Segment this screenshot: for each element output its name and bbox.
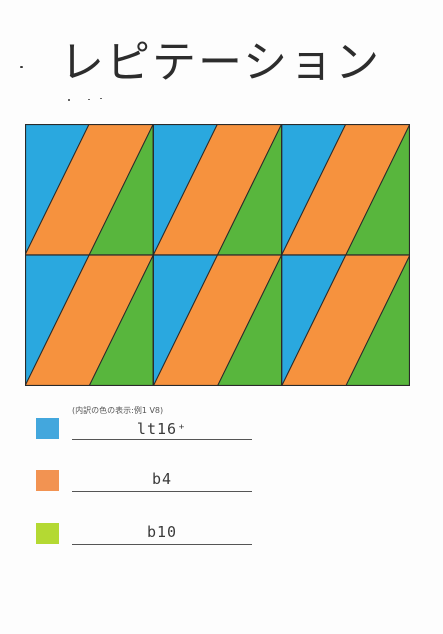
legend-label: lt16⁺ <box>136 420 188 438</box>
ink-speck <box>100 98 102 99</box>
tile-green-triangle <box>345 254 410 386</box>
legend-underline <box>72 491 252 492</box>
legend-item-1: lt16⁺ <box>36 410 252 440</box>
legend-underline <box>72 544 252 545</box>
pattern-border <box>25 124 410 386</box>
legend-label: b4 <box>151 470 173 488</box>
legend-swatch-blue <box>36 418 59 439</box>
ink-speck <box>20 66 23 68</box>
legend-underline <box>72 439 252 440</box>
page-title: レピテーション <box>60 37 382 88</box>
ink-speck <box>68 99 70 101</box>
legend-swatch-lime <box>36 523 59 544</box>
legend-item-2: b4 <box>36 462 252 492</box>
repetition-pattern <box>25 124 410 386</box>
legend-item-3: b10 <box>36 515 252 545</box>
legend-swatch-orange <box>36 470 59 491</box>
legend-note: (内訳の色の表示:例1 V8) <box>72 406 164 415</box>
ink-speck <box>88 99 90 100</box>
legend-label: b10 <box>146 523 178 541</box>
